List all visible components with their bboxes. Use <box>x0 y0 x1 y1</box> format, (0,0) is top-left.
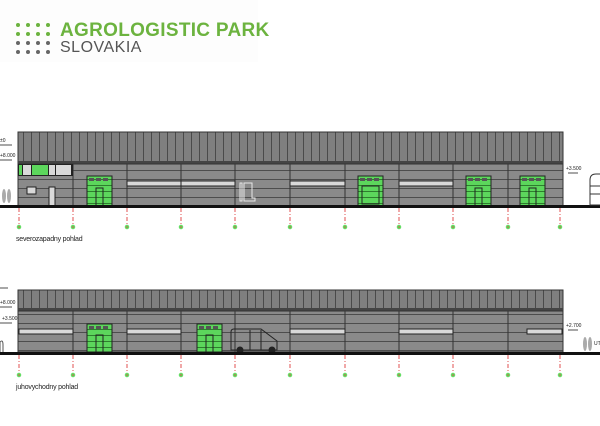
loading-door <box>519 175 546 207</box>
level-marker: +2.700 <box>566 323 582 329</box>
van-icon <box>230 328 278 354</box>
logo-subtitle: SLOVAKIA <box>60 39 142 56</box>
loading-door <box>465 175 492 207</box>
right-note: UT <box>594 341 600 347</box>
loading-door <box>357 175 384 207</box>
people-icon <box>583 337 592 351</box>
elevation-label: severozapadny pohlad <box>16 236 83 243</box>
level-marker: ±0 <box>0 138 6 144</box>
level-marker: +3.500 <box>2 316 18 322</box>
truck-icon <box>589 173 600 206</box>
loading-door <box>86 175 113 207</box>
level-marker: +8.000 <box>0 300 16 306</box>
loading-door <box>86 323 113 353</box>
logo: AGROLOGISTIC PARK SLOVAKIA <box>0 0 269 62</box>
logo-dots-icon <box>16 23 51 54</box>
elevation-southeast <box>0 287 600 378</box>
people-icon <box>2 189 11 203</box>
level-marker: +3.500 <box>566 166 582 172</box>
elevation-label: juhovychodny pohlad <box>16 384 78 391</box>
logo-title: AGROLOGISTIC PARK <box>60 20 270 41</box>
loading-door <box>196 323 223 353</box>
person-left-icon <box>0 340 4 352</box>
level-marker: +8.000 <box>0 153 16 159</box>
forklift-icon <box>239 182 256 202</box>
elevation-northwest <box>0 131 600 230</box>
